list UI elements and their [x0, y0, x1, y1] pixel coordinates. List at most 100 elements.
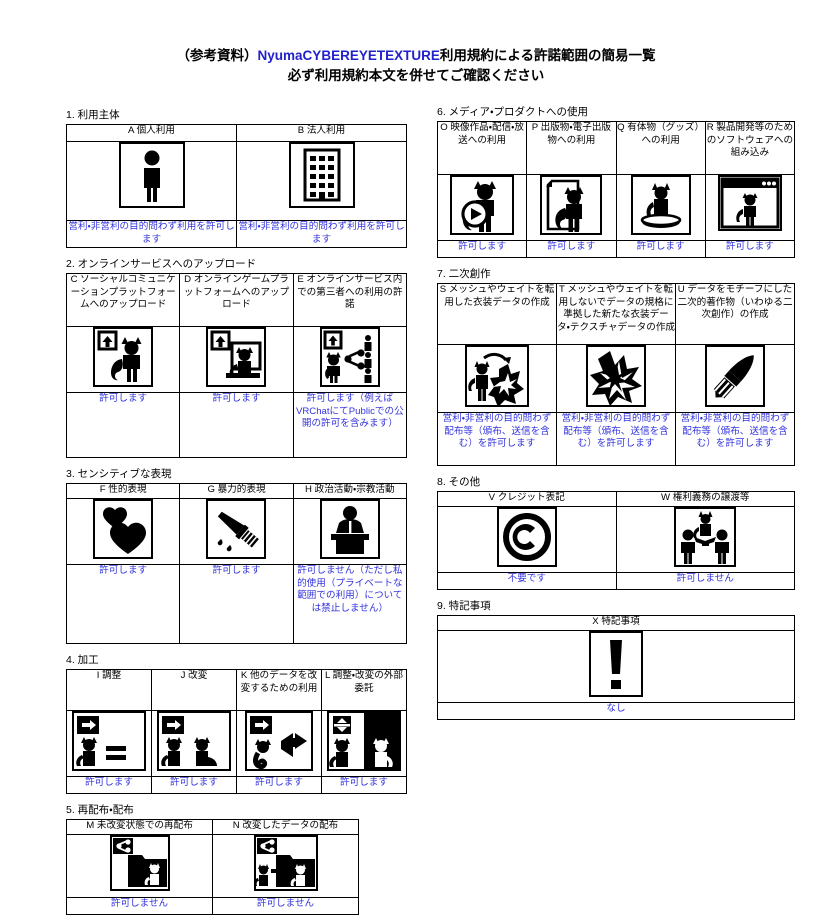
- cell-header-X: X 特記事項: [437, 615, 795, 631]
- section-3-heading: 3. センシティブな表現: [66, 468, 172, 480]
- table-row-header: O 映像作品・配信・放送への利用 P 出版物・電子出版物への利用 Q 有体物（グ…: [436, 121, 796, 175]
- cell-header-P: P 出版物・電子出版物への利用: [526, 121, 617, 175]
- table-row-icon: [66, 710, 407, 777]
- table-row-note: 不要です 許可しません: [437, 572, 795, 590]
- section-4: 4. 加工 I 調整 J 改変 K 他のデータを改変するための利用 L 調整・改…: [66, 653, 407, 794]
- cell-note-F: 許可します: [65, 564, 181, 644]
- cell-header-L: L 調整・改変の外部委託: [321, 669, 407, 711]
- brand-name: NyumaCYBEREYETEXTURE: [257, 48, 440, 63]
- cell-icon-N: [212, 834, 359, 898]
- cell-note-Q: 許可します: [615, 240, 706, 258]
- building-icon: [288, 142, 355, 208]
- cell-header-T: T メッシュやウェイトを転用しないでデータの規格に準拠した新たな衣装データ・テク…: [556, 283, 676, 345]
- cell-header-H: H 政治活動・宗教活動: [292, 483, 408, 499]
- cell-icon-W: [615, 506, 795, 573]
- table-row-note: 営利・非営利の目的問わず利用を許可します 営利・非営利の目的問わず利用を許可しま…: [66, 220, 407, 248]
- table-row-icon: [437, 630, 795, 703]
- section-9: 9. 特記事項 X 特記事項: [437, 599, 795, 720]
- cell-header-A: A 個人利用: [66, 124, 237, 142]
- cell-icon-J: [151, 710, 237, 777]
- section-7-heading: 7. 二次創作: [437, 268, 491, 280]
- table-row-header: I 調整 J 改変 K 他のデータを改変するための利用 L 調整・改変の外部委託: [66, 669, 407, 711]
- cell-icon-V: [437, 506, 617, 573]
- table-row-note: 許可しません 許可しません: [66, 897, 359, 915]
- table-row-header: F 性的表現 G 暴力的表現 H 政治活動・宗教活動: [65, 483, 408, 499]
- cell-icon-R: [704, 174, 796, 241]
- section-6-heading: 6. メディア・プロダクトへの使用: [437, 106, 589, 118]
- cell-icon-T: [556, 344, 676, 413]
- cell-header-B: B 法人利用: [236, 124, 407, 142]
- table-row-note: 営利・非営利の目的問わず配布等（頒布、送信を含む）を許可します 営利・非営利の目…: [437, 412, 795, 466]
- software-window-cat-icon: [717, 175, 782, 231]
- right-column: 6. メディア・プロダクトへの使用 O 映像作品・配信・放送への利用 P 出版物…: [436, 105, 796, 729]
- cloth-burst-icon: [586, 345, 646, 407]
- section-7-table: S メッシュやウェイトを転用した衣装データの作成 T メッシュやウェイトを転用し…: [437, 283, 795, 466]
- table-row-header: V クレジット表記 W 権利義務の譲渡等: [437, 491, 795, 507]
- table-row-note: なし: [437, 702, 795, 720]
- cell-note-G: 許可します: [179, 564, 294, 644]
- hearts-icon: [93, 499, 154, 559]
- cell-header-C: C ソーシャルコミュニケーションプラットフォームへのアップロード: [65, 273, 181, 327]
- cell-icon-C: [65, 326, 181, 393]
- arrow-cat-ribbon-icon: [245, 711, 313, 771]
- cell-note-B: 営利・非営利の目的問わず利用を許可します: [236, 220, 407, 248]
- cell-header-I: I 調整: [66, 669, 152, 711]
- cell-note-A: 営利・非営利の目的問わず利用を許可します: [66, 220, 237, 248]
- cell-note-J: 許可します: [151, 776, 237, 794]
- podium-speaker-icon: [319, 499, 380, 559]
- section-1-table: A 個人利用 B 法人利用: [66, 124, 407, 248]
- cell-note-E: 許可します（例えばVRChatにてPublicでの公開の許可を含みます）: [292, 392, 408, 458]
- cell-note-V: 不要です: [437, 572, 617, 590]
- cell-icon-E: [292, 326, 408, 393]
- table-row-note: 許可します 許可します 許可しません（ただし私的使用（プライベートな範囲での利用…: [65, 564, 408, 644]
- share-folder-cat-icon: [109, 835, 170, 891]
- cell-header-K: K 他のデータを改変するための利用: [236, 669, 322, 711]
- cell-note-U: 営利・非営利の目的問わず配布等（頒布、送信を含む）を許可します: [675, 412, 795, 466]
- cell-icon-O: [436, 174, 528, 241]
- cell-note-D: 許可します: [179, 392, 294, 458]
- cell-icon-Q: [615, 174, 706, 241]
- cell-note-K: 許可します: [236, 776, 322, 794]
- section-8: 8. その他 V クレジット表記 W 権利義務の譲渡等: [437, 475, 795, 590]
- cell-icon-D: [179, 326, 294, 393]
- cell-note-W: 許可しません: [615, 572, 795, 590]
- table-row-note: 許可します 許可します 許可します 許可します: [66, 776, 407, 794]
- cell-header-N: N 改変したデータの配布: [212, 819, 359, 835]
- cell-note-R: 許可します: [704, 240, 796, 258]
- cell-icon-K: [236, 710, 322, 777]
- cell-header-U: U データをモチーフにした二次的著作物（いわゆる二次創作）の作成: [675, 283, 795, 345]
- cell-note-C: 許可します: [65, 392, 181, 458]
- cell-icon-S: [437, 344, 557, 413]
- left-column: 1. 利用主体 A 個人利用 B 法人利用: [65, 108, 408, 924]
- cell-header-O: O 映像作品・配信・放送への利用: [436, 121, 528, 175]
- table-row-header: A 個人利用 B 法人利用: [66, 124, 407, 142]
- section-8-heading: 8. その他: [437, 476, 481, 488]
- cell-icon-X: [437, 630, 795, 703]
- section-9-heading: 9. 特記事項: [437, 600, 491, 612]
- cell-header-Q: Q 有体物（グッズ）への利用: [615, 121, 706, 175]
- goods-figure-cat-icon: [630, 175, 691, 235]
- cell-icon-B: [236, 141, 407, 221]
- cell-icon-G: [179, 498, 294, 565]
- knife-icon: [206, 499, 267, 559]
- cell-note-O: 許可します: [436, 240, 528, 258]
- section-2: 2. オンラインサービスへのアップロード C ソーシャルコミュニケーションプラッ…: [65, 257, 408, 458]
- cell-header-W: W 権利義務の譲渡等: [615, 491, 795, 507]
- exclamation-icon: [589, 631, 643, 697]
- table-row-icon: [66, 141, 407, 221]
- cell-note-N: 許可しません: [212, 897, 359, 915]
- cell-icon-U: [675, 344, 795, 413]
- updown-cat-outsource-icon: [327, 711, 401, 771]
- section-2-heading: 2. オンラインサービスへのアップロード: [66, 258, 257, 270]
- share-cat-people-icon: [319, 327, 380, 387]
- cell-icon-F: [65, 498, 181, 565]
- section-4-heading: 4. 加工: [66, 654, 99, 666]
- cell-icon-I: [66, 710, 152, 777]
- transfer-people-cat-icon: [674, 507, 737, 567]
- cell-header-M: M 未改変状態での再配布: [66, 819, 213, 835]
- table-row-icon: [65, 326, 408, 393]
- table-row-icon: [65, 498, 408, 565]
- cell-icon-H: [292, 498, 408, 565]
- table-row-note: 許可します 許可します 許可します 許可します: [436, 240, 796, 258]
- cell-note-M: 許可しません: [66, 897, 213, 915]
